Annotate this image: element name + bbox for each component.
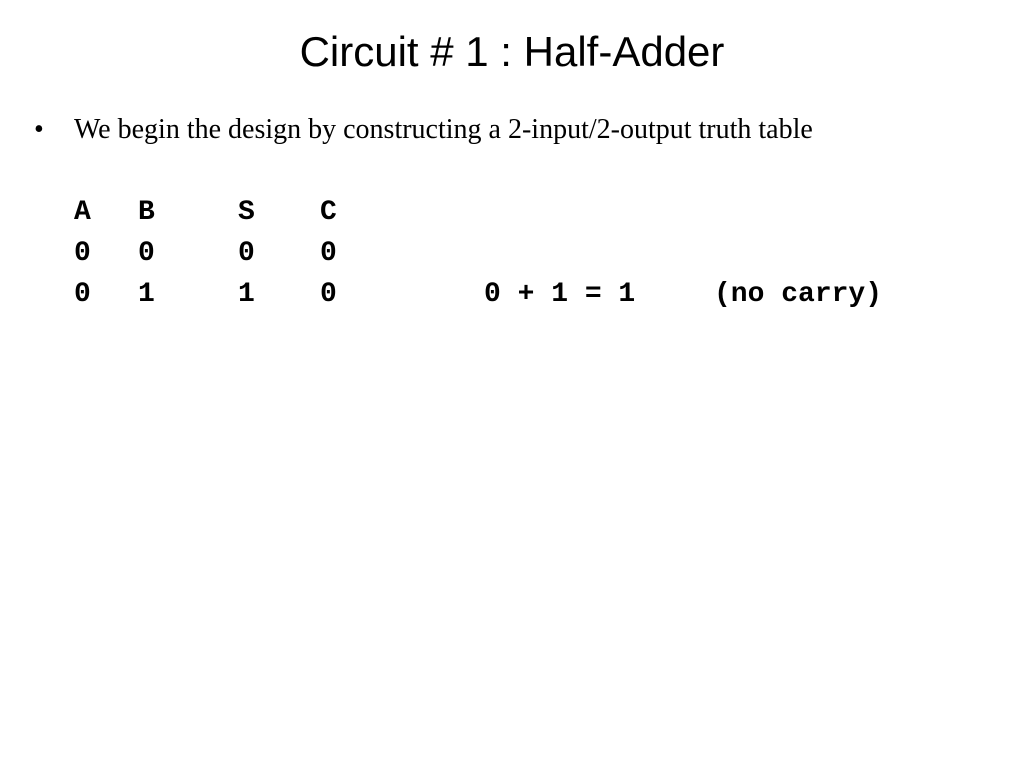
bullet-item: • We begin the design by constructing a … bbox=[34, 112, 813, 148]
cell-a: 0 bbox=[74, 238, 91, 269]
bullet-icon: • bbox=[34, 114, 44, 145]
bullet-text: We begin the design by constructing a 2-… bbox=[74, 114, 813, 145]
header-c: C bbox=[320, 197, 337, 228]
cell-c: 0 bbox=[320, 279, 337, 310]
cell-b: 0 bbox=[138, 238, 155, 269]
cell-a: 0 bbox=[74, 279, 91, 310]
cell-s: 0 bbox=[238, 238, 255, 269]
row-note: (no carry) bbox=[714, 279, 883, 310]
header-a: A bbox=[74, 197, 91, 228]
header-s: S bbox=[238, 197, 255, 228]
row-equation: 0 + 1 = 1 bbox=[484, 279, 636, 310]
cell-b: 1 bbox=[138, 279, 155, 310]
slide-title: Circuit # 1 : Half-Adder bbox=[299, 28, 725, 75]
header-b: B bbox=[138, 197, 155, 228]
cell-s: 1 bbox=[238, 279, 255, 310]
cell-c: 0 bbox=[320, 238, 337, 269]
